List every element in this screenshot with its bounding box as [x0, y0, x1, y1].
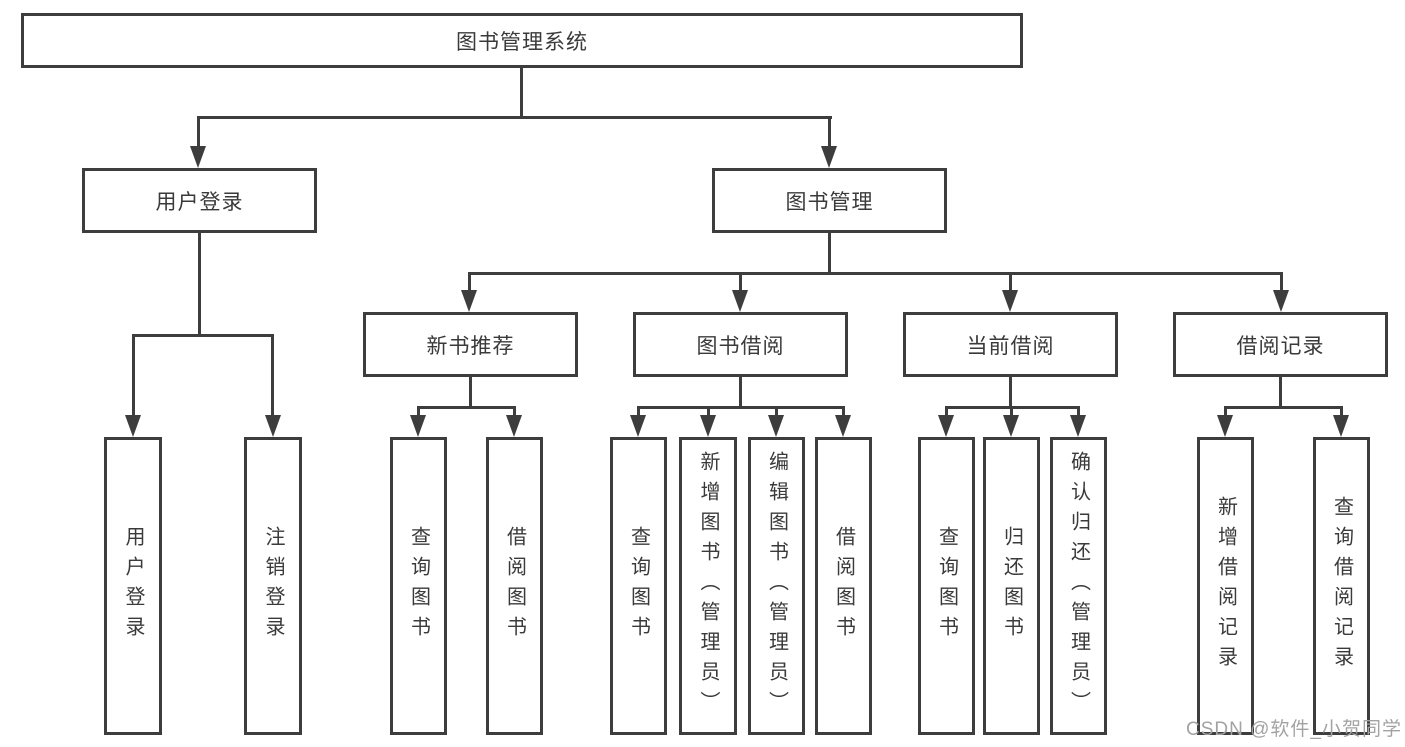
leaf-label: 归还图书: [1000, 526, 1023, 646]
node-current-borrowing: 当前借阅: [903, 312, 1118, 377]
leaf-add-books-admin: 新增图书（管理员）: [679, 437, 737, 735]
node-new-book-recommendation: 新书推荐: [363, 312, 578, 377]
edge-drop-leaf-logout: [271, 334, 274, 418]
leaf-label: 查询借阅记录: [1330, 496, 1353, 676]
edge-drop: [637, 406, 640, 420]
leaf-edit-books-admin: 编辑图书（管理员）: [748, 437, 805, 735]
edge-current-stem: [1009, 377, 1012, 409]
edge-drop-user-login: [197, 116, 200, 150]
edge-drop-book-management: [828, 116, 831, 150]
arrowhead-leaf-logout: [265, 415, 281, 437]
edge-bookmgmt-stem: [828, 233, 831, 275]
arrowhead: [506, 415, 522, 437]
edge-bookmgmt-rail: [468, 272, 1283, 275]
leaf-label: 查询图书: [935, 526, 958, 646]
edge-drop-records: [1280, 272, 1283, 292]
arrowhead: [1070, 415, 1086, 437]
node-borrowing-records: 借阅记录: [1173, 312, 1388, 377]
edge-root-rail: [197, 116, 832, 119]
edge-drop: [1010, 406, 1013, 420]
arrowhead-recommend: [461, 290, 477, 312]
arrowhead-book-management: [821, 146, 837, 168]
leaf-borrow-books-borrowing: 借阅图书: [815, 437, 872, 735]
arrowhead: [630, 415, 646, 437]
edge-drop-recommend: [468, 272, 471, 292]
edge-records-stem: [1279, 377, 1282, 409]
node-label: 用户登录: [155, 190, 244, 214]
arrowhead-leaf-login: [125, 415, 141, 437]
leaf-logout: 注销登录: [244, 437, 302, 735]
leaf-label: 注销登录: [262, 526, 284, 646]
edge-records-rail: [1224, 406, 1342, 409]
arrowhead-borrowing: [732, 290, 748, 312]
edge-drop: [1077, 406, 1080, 420]
leaf-query-borrow-record: 查询借阅记录: [1313, 437, 1370, 735]
edge-borrowing-stem: [739, 377, 742, 409]
node-label: 新书推荐: [426, 334, 515, 358]
arrowhead-user-login: [190, 146, 206, 168]
leaf-label: 查询图书: [407, 526, 430, 646]
leaf-add-borrow-record: 新增借阅记录: [1197, 437, 1254, 735]
edge-borrowing-rail: [637, 406, 844, 409]
leaf-label: 新增借阅记录: [1214, 496, 1237, 676]
node-label: 当前借阅: [966, 334, 1055, 358]
edge-drop: [1224, 406, 1227, 420]
leaf-query-books-borrowing: 查询图书: [610, 437, 667, 735]
edge-drop: [513, 406, 516, 420]
leaf-borrow-books-recommend: 借阅图书: [486, 437, 543, 735]
arrowhead: [938, 415, 954, 437]
edge-drop: [1340, 406, 1343, 420]
node-label: 图书管理: [785, 190, 874, 214]
arrowhead: [1217, 415, 1233, 437]
edge-drop: [775, 406, 778, 420]
node-label: 图书管理系统: [456, 30, 588, 54]
node-book-management: 图书管理: [712, 168, 947, 233]
leaf-label: 编辑图书（管理员）: [765, 451, 788, 721]
leaf-label: 查询图书: [627, 526, 650, 646]
node-user-login: 用户登录: [82, 168, 317, 233]
leaf-label: 确认归还（管理员）: [1067, 451, 1090, 721]
arrowhead: [1003, 415, 1019, 437]
leaf-label: 新增图书（管理员）: [697, 451, 719, 721]
arrowhead: [410, 415, 426, 437]
leaf-return-books: 归还图书: [983, 437, 1040, 735]
edge-drop: [945, 406, 948, 420]
edge-recommend-rail: [417, 406, 516, 409]
node-label: 借阅记录: [1236, 334, 1325, 358]
edge-userlogin-stem: [198, 233, 201, 337]
node-library-system: 图书管理系统: [21, 13, 1023, 68]
leaf-label: 用户登录: [122, 526, 144, 646]
edge-drop-leaf-login: [132, 334, 135, 418]
arrowhead-records: [1273, 290, 1289, 312]
leaf-label: 借阅图书: [832, 526, 855, 646]
node-label: 图书借阅: [696, 334, 785, 358]
edge-drop: [842, 406, 845, 420]
edge-drop: [417, 406, 420, 420]
csdn-watermark: CSDN @软件_小贺同学: [1186, 719, 1402, 740]
edge-root-stem: [520, 68, 523, 118]
edge-drop-borrowing: [739, 272, 742, 292]
arrowhead: [835, 415, 851, 437]
arrowhead: [768, 415, 784, 437]
node-book-borrowing: 图书借阅: [633, 312, 848, 377]
edge-userlogin-rail: [132, 334, 274, 337]
edge-drop-current: [1009, 272, 1012, 292]
leaf-user-login: 用户登录: [104, 437, 162, 735]
arrowhead-current: [1002, 290, 1018, 312]
leaf-label: 借阅图书: [503, 526, 526, 646]
edge-recommend-stem: [469, 377, 472, 409]
arrowhead: [700, 415, 716, 437]
leaf-query-books-current: 查询图书: [918, 437, 975, 735]
edge-drop: [707, 406, 710, 420]
arrowhead: [1333, 415, 1349, 437]
leaf-query-books-recommend: 查询图书: [390, 437, 447, 735]
leaf-confirm-return-admin: 确认归还（管理员）: [1050, 437, 1107, 735]
